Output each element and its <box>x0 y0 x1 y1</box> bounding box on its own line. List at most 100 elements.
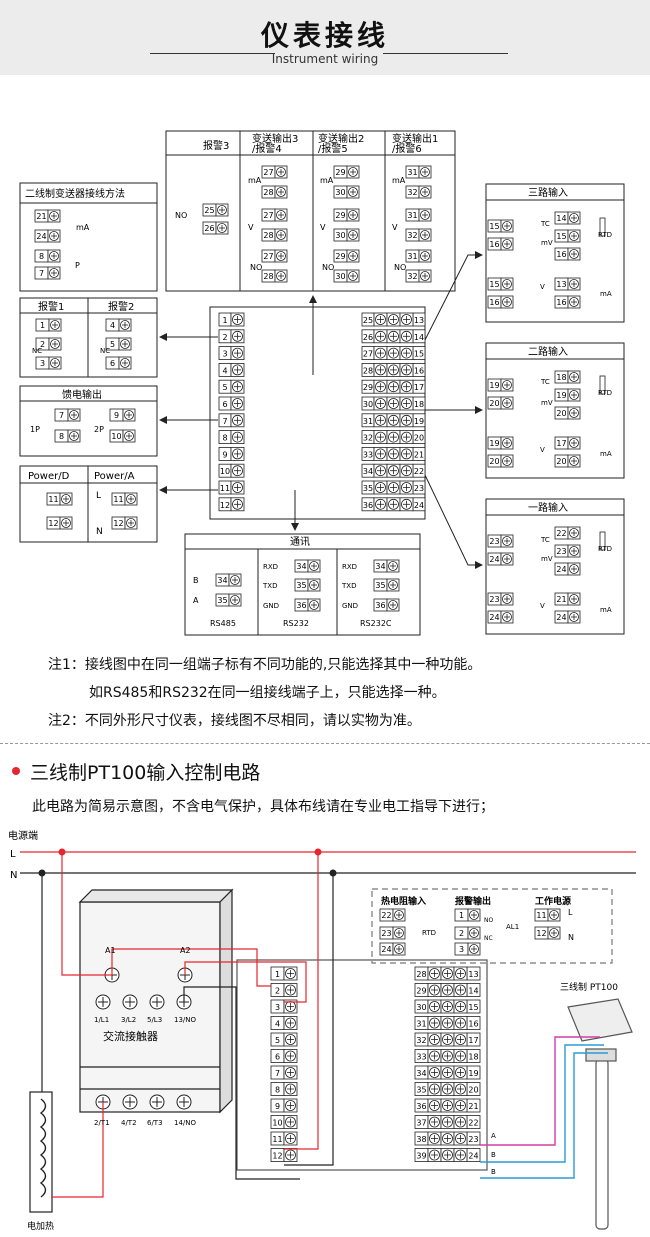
svg-text:6: 6 <box>222 400 227 409</box>
svg-text:30: 30 <box>335 231 345 240</box>
svg-text:3: 3 <box>275 1003 280 1012</box>
svg-text:20: 20 <box>468 1086 478 1095</box>
svg-text:31: 31 <box>407 168 417 177</box>
terminal-20: 20 <box>399 430 426 445</box>
tx3-no-label: NO <box>250 263 262 272</box>
c6-label: 4/T2 <box>121 1119 137 1127</box>
terminal-12: 12 <box>270 1148 298 1162</box>
svg-text:26: 26 <box>204 224 214 233</box>
terminal-29: 29 <box>333 208 360 222</box>
page-title: 仪表接线 <box>260 19 389 52</box>
terminal-16: 16 <box>399 362 426 377</box>
svg-text:17: 17 <box>468 1036 478 1045</box>
svg-text:23: 23 <box>556 547 566 556</box>
c8-label: 14/NO <box>174 1119 197 1127</box>
feed-1p: 1P <box>30 425 40 434</box>
terminal-2: 2 <box>270 983 298 997</box>
svg-text:24: 24 <box>381 945 391 954</box>
alarm-output-label: 报警输出 <box>455 895 491 907</box>
svg-text:31: 31 <box>407 211 417 220</box>
terminal-3: 3 <box>35 356 62 370</box>
pt100-label: 三线制 PT100 <box>560 981 618 993</box>
terminal-33: 33 <box>361 446 388 461</box>
terminal-4: 4 <box>105 318 132 332</box>
one-input-title: 一路输入 <box>528 501 568 514</box>
svg-text:33: 33 <box>416 1053 426 1062</box>
svg-text:34: 34 <box>217 576 227 585</box>
tx1-label: 变送输出1 <box>392 132 438 145</box>
svg-text:35: 35 <box>375 581 385 590</box>
a2-label: A2 <box>180 946 191 955</box>
terminal-24: 24 <box>554 562 581 576</box>
wire-b1-label: B <box>491 1151 496 1159</box>
section-divider <box>0 743 650 744</box>
a1-label: A1 <box>105 946 116 955</box>
title-rule-left <box>150 53 275 54</box>
svg-text:3: 3 <box>459 945 464 954</box>
wire-l-instrument <box>284 852 319 1150</box>
terminal-19: 19 <box>487 436 514 450</box>
svg-text:17: 17 <box>414 383 424 392</box>
rs485-label: RS485 <box>210 619 236 628</box>
feed-2p: 2P <box>94 425 104 434</box>
terminal-29: 29 <box>333 165 360 179</box>
tc2: TC <box>540 378 550 386</box>
svg-text:29: 29 <box>335 252 345 261</box>
svg-text:12: 12 <box>272 1152 282 1161</box>
terminal-18: 18 <box>399 396 426 411</box>
svg-text:26: 26 <box>363 333 373 342</box>
terminal-32: 32 <box>361 430 388 445</box>
svg-text:20: 20 <box>556 409 566 418</box>
instrument-outline <box>236 959 488 1171</box>
alarm1-nc: NC <box>32 347 42 355</box>
svg-text:38: 38 <box>416 1135 426 1144</box>
terminal-2: 2 <box>35 337 62 351</box>
rs232c-label: RS232C <box>360 619 392 628</box>
svg-text:1: 1 <box>222 316 227 325</box>
svg-text:30: 30 <box>335 272 345 281</box>
terminal-30: 30 <box>414 999 442 1014</box>
svg-text:2: 2 <box>40 340 45 349</box>
terminal-8: 8 <box>218 430 245 445</box>
svg-text:21: 21 <box>468 1102 478 1111</box>
terminal-29: 29 <box>361 379 388 394</box>
terminal-30: 30 <box>333 228 360 242</box>
heater-coil <box>39 1098 47 1198</box>
svg-text:15: 15 <box>468 1003 478 1012</box>
junction-0 <box>58 848 66 856</box>
svg-text:7: 7 <box>222 417 227 426</box>
svg-text:11: 11 <box>272 1135 282 1144</box>
svg-text:2: 2 <box>459 929 464 938</box>
svg-text:2: 2 <box>222 333 227 342</box>
terminal-35: 35 <box>361 480 388 495</box>
terminal-36: 36 <box>373 598 400 612</box>
svg-text:22: 22 <box>556 529 566 538</box>
terminal-23: 23 <box>487 534 514 548</box>
svg-text:8: 8 <box>59 432 64 441</box>
terminal-22: 22 <box>554 526 581 540</box>
tx3-v-label: V <box>248 223 254 232</box>
note-1a: 注1：接线图中在同一组端子标有不同功能的,只能选择其中一种功能。 <box>48 657 482 673</box>
terminal-30: 30 <box>333 185 360 199</box>
svg-text:6: 6 <box>110 359 115 368</box>
contactor-screw-9 <box>176 1094 192 1110</box>
rxd-label: RXD <box>263 563 278 571</box>
terminal-27: 27 <box>361 346 388 361</box>
svg-text:32: 32 <box>416 1036 426 1045</box>
svg-text:9: 9 <box>114 411 119 420</box>
terminal-32: 32 <box>405 269 432 283</box>
terminal-15: 15 <box>554 229 581 243</box>
rxd-label-c: RXD <box>342 563 357 571</box>
terminal-28: 28 <box>261 228 288 242</box>
terminal-26: 26 <box>202 221 229 235</box>
svg-text:18: 18 <box>556 373 566 382</box>
terminal-11: 11 <box>270 1131 298 1146</box>
svg-text:14: 14 <box>414 333 424 342</box>
svg-text:24: 24 <box>489 555 499 564</box>
terminal-3: 3 <box>454 942 481 956</box>
svg-text:23: 23 <box>414 484 424 493</box>
terminal-28: 28 <box>261 185 288 199</box>
terminal-5: 5 <box>218 379 245 394</box>
svg-text:28: 28 <box>263 188 273 197</box>
two-wire-ma: mA <box>76 223 90 232</box>
